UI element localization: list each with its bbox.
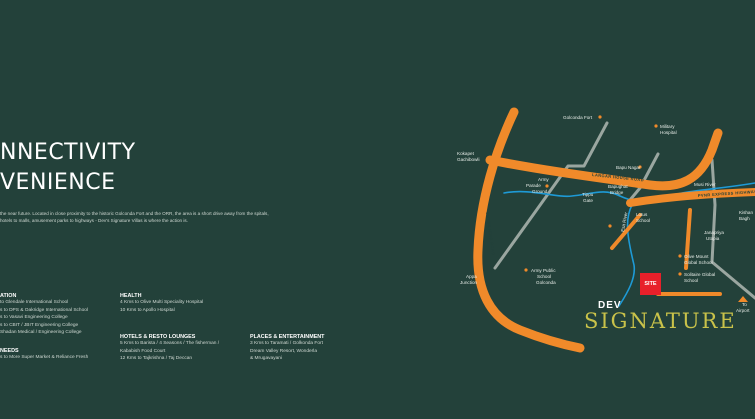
golconda-road <box>493 121 609 270</box>
places-item: & Mrugavayani <box>250 356 282 362</box>
golconda-fort-label: Golconda Fort <box>563 115 593 120</box>
olive-mount-label-1: Olive Mount <box>684 254 709 259</box>
kishan-bagh-label-1: Kishan <box>739 210 753 215</box>
health-section: HEALTH 4 Kms to Olive Multi Speciality H… <box>120 293 203 314</box>
tippu-gate-label-2: Gate <box>583 198 593 203</box>
army-public-school-label-3: Golconda <box>536 280 556 285</box>
appa-junction-label-2: Junction <box>460 280 478 285</box>
army-parade-label-2: Parade <box>526 183 541 188</box>
site-marker: SITE <box>640 273 661 295</box>
health-item: 10 Kms to Apollo Hospital <box>120 307 175 313</box>
brand-signature: SIGNATURE <box>584 309 737 333</box>
needs-section: NEEDS s to More Super Market & Reliance … <box>0 348 88 362</box>
hotels-heading: HOTELS & RESTO LOUNGES <box>120 334 196 340</box>
health-heading: HEALTH <box>120 293 142 299</box>
education-item: Shadan Medical / Engineering College <box>0 330 82 336</box>
bapughat-label-1: Bapughat <box>608 184 628 189</box>
army-public-school-label-2: School <box>537 274 551 279</box>
place-markers <box>524 115 682 276</box>
airport-arrow-icon <box>738 296 748 302</box>
education-item: to Glendale International School <box>0 300 69 305</box>
army-parade-label-3: Ground <box>532 189 548 194</box>
musi-river-line <box>503 182 755 203</box>
tippu-gate-label-1: Tippu <box>582 192 594 197</box>
to-airport-label-2: Airport <box>736 308 750 313</box>
pvnr-label: PVNR EXPRESS HIGHWAY <box>698 189 755 198</box>
needs-heading: NEEDS <box>0 348 19 354</box>
places-section: PLACES & ENTERTAINMENT 3 Kms to Taramati… <box>250 334 324 363</box>
janapriya-road <box>684 208 692 270</box>
lotus-school-label-1: Lotus <box>636 212 648 217</box>
orr-label: OUTER RING ROAD <box>485 211 496 255</box>
langar-house-label: LANGAR HOUSE ROAD <box>592 172 644 182</box>
places-heading: PLACES & ENTERTAINMENT <box>250 334 325 340</box>
hotels-item: Kababish Food Court <box>120 348 166 354</box>
orange-roads <box>473 107 755 353</box>
army-parade-marker <box>545 184 549 188</box>
hotels-item: 12 Kms to Tajkrishna / Taj Deccan <box>120 356 193 362</box>
appa-junction-label-1: Appa <box>466 274 477 279</box>
places-item: 3 Kms to Taramati / Golkonda Fort <box>250 341 323 346</box>
musi-river-label: Musi River <box>694 182 716 187</box>
bapu-nagar-label: Bapu Nagar <box>616 165 641 170</box>
olive-mount-marker <box>678 254 682 258</box>
golconda-fort-marker <box>598 115 602 119</box>
lotus-road <box>610 213 642 250</box>
janapriya-label-1: Janapriya <box>704 230 724 235</box>
solitaire-marker <box>678 272 682 276</box>
education-item: s to DPS & Oakridge International School <box>0 307 88 313</box>
army-public-school-marker <box>524 268 528 272</box>
kishan-bagh-label-2: Bagh <box>739 216 750 221</box>
olive-mount-label-2: Global School <box>684 260 713 265</box>
hotels-section: HOTELS & RESTO LOUNGES 5 Kms to Barista … <box>120 334 219 363</box>
langar-house-road <box>485 128 723 191</box>
hotels-item: 5 Kms to Barista / 4 Seasons / The fishe… <box>120 341 220 346</box>
intro-text: the near future. Located in close proxim… <box>0 211 269 223</box>
places-item: Dream Valley Resort, Wonderla <box>250 348 318 354</box>
pvnr-expressway <box>626 188 755 207</box>
lotus-school-marker <box>608 224 612 228</box>
bapu-nagar-marker <box>638 165 642 169</box>
military-hospital-label-1: Military <box>660 124 675 129</box>
army-parade-label-1: Army <box>538 177 549 182</box>
bapughat-label-2: Bridge <box>610 190 624 195</box>
health-item: 4 Kms to Olive Multi Speciality Hospital <box>120 300 204 305</box>
brand-dev: DEV <box>598 300 622 311</box>
education-heading: ATION <box>0 293 17 299</box>
to-airport-label-1: To <box>742 302 747 307</box>
kokapet-label-1: Kokapet <box>457 151 475 156</box>
heading-line-1: NNECTIVITY <box>0 140 136 165</box>
military-hospital-marker <box>654 124 658 128</box>
army-public-school-label-1: Army Public <box>531 268 556 273</box>
education-item: s to CBIT / JBIT Engineering College <box>0 322 79 328</box>
east-grey-road <box>710 158 755 300</box>
education-section: ATION to Glendale International School s… <box>0 293 88 337</box>
esa-river-label: Esa River <box>620 211 628 232</box>
education-item: s to Vasavi Engineering College <box>0 315 68 321</box>
lotus-school-label-2: School <box>636 218 650 223</box>
rivers <box>503 182 755 307</box>
needs-item: s to More Super Market & Reliance Fresh <box>0 355 89 360</box>
solitaire-label-2: School <box>684 278 698 283</box>
military-hospital-label-2: Hospital <box>660 130 677 135</box>
heading-line-2: VENIENCE <box>0 170 116 195</box>
janapriya-label-2: Utopia <box>706 236 720 241</box>
esa-river-line <box>618 204 636 307</box>
solitaire-label-1: Solitaire Global <box>684 272 715 277</box>
kokapet-label-2: Gachibowli <box>457 157 479 162</box>
